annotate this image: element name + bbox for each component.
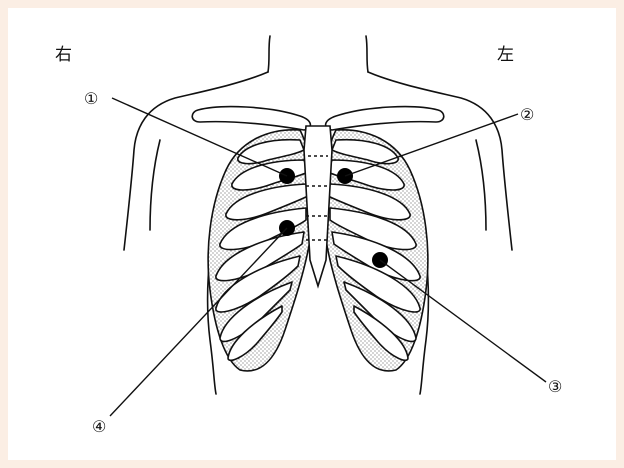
marker-label-2: ② [520, 105, 534, 124]
right-clavicle [192, 107, 310, 130]
left-side-label: 左 [497, 45, 514, 65]
left-arm-inner-line [476, 140, 486, 230]
neck-right-line [268, 36, 270, 72]
neck-left-line [366, 36, 368, 72]
marker-label-3: ③ [548, 377, 562, 396]
sternum-body [304, 126, 332, 286]
sternum [304, 126, 332, 286]
right-ribcage [208, 130, 313, 371]
left-ribcage [323, 130, 428, 371]
marker-label-4: ④ [92, 417, 106, 436]
right-arm-inner-line [150, 140, 160, 230]
right-side-label: 右 [55, 45, 72, 65]
marker-label-1: ① [84, 89, 98, 108]
left-clavicle [326, 107, 444, 130]
